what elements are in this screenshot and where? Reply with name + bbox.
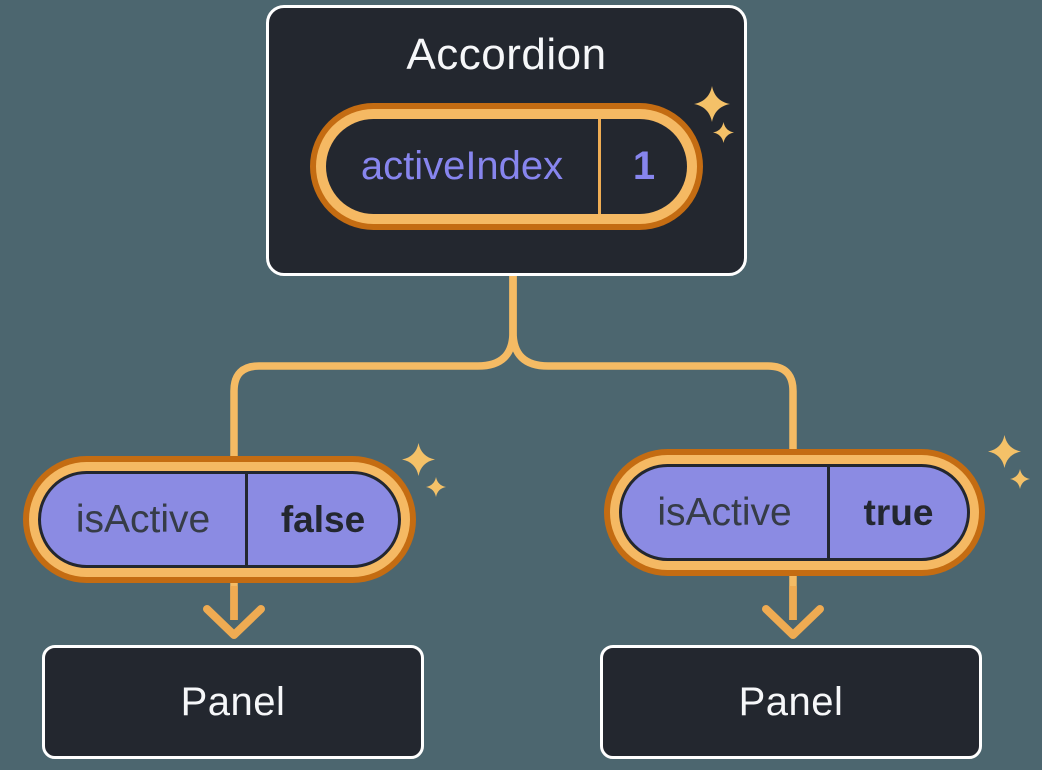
prop-pill-label: isActive [657, 490, 792, 534]
arrow-down-icon [203, 605, 265, 639]
prop-pill-value: true [863, 491, 934, 533]
panel-box-right: Panel [600, 645, 982, 759]
prop-pill-value: false [280, 498, 366, 540]
pill-divider [598, 119, 601, 214]
arrow-down-icon [762, 605, 824, 639]
prop-pill-true: isActive true [604, 449, 985, 576]
prop-pill-ring: isActive true [610, 455, 979, 570]
prop-pill-ring: isActive false [29, 462, 410, 577]
sparkle-icon [694, 86, 730, 122]
prop-pill-body: isActive false [38, 471, 401, 568]
sparkle-icon [988, 435, 1021, 468]
panel-box-left: Panel [42, 645, 424, 759]
sparkle-icon [713, 122, 734, 143]
state-pill-label: activeIndex [360, 144, 564, 188]
prop-pill-false: isActive false [23, 456, 416, 583]
state-pill-body: activeIndex 1 [326, 119, 687, 214]
state-pill: activeIndex 1 [310, 103, 703, 230]
panel-title: Panel [738, 679, 844, 724]
sparkle-icon [426, 477, 446, 497]
accordion-title: Accordion [406, 30, 607, 79]
sparkle-icon [1010, 469, 1030, 489]
pill-divider [827, 467, 830, 558]
connector-right-branch [509, 272, 797, 620]
pill-divider [245, 474, 248, 565]
prop-pill-body: isActive true [619, 464, 970, 561]
panel-title: Panel [180, 679, 286, 724]
prop-pill-label: isActive [75, 497, 211, 541]
state-pill-ring: activeIndex 1 [316, 109, 697, 224]
state-pill-value: 1 [632, 144, 656, 188]
sparkle-icon [402, 443, 435, 476]
